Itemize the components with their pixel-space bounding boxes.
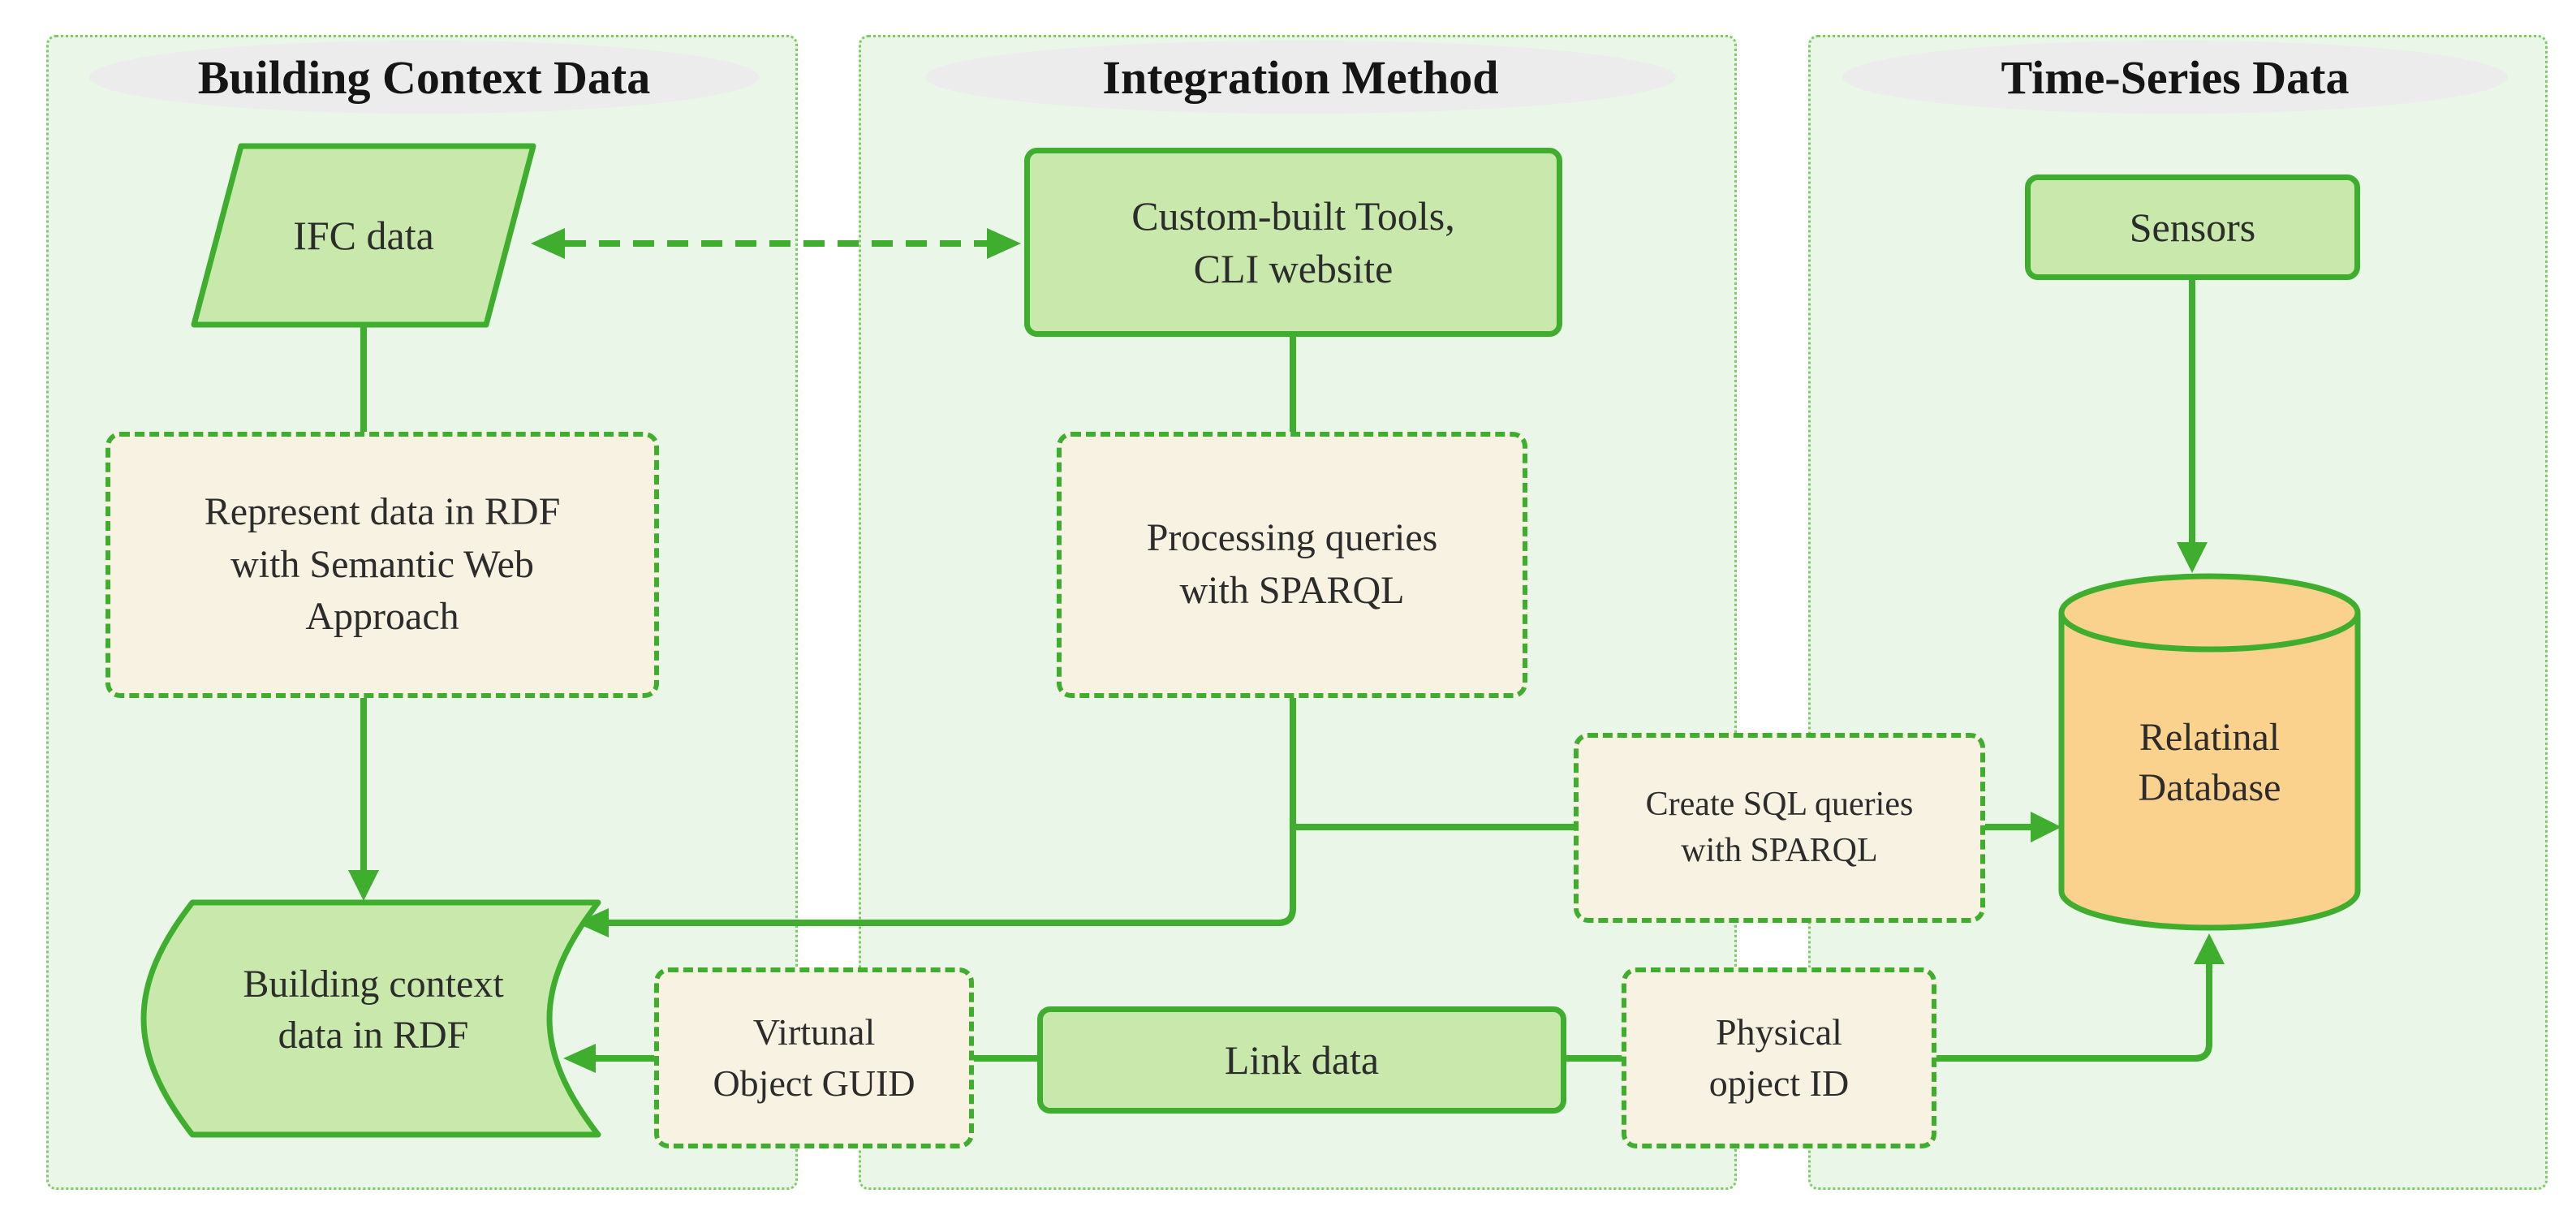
node-label: Create SQL queries with SPARQL [1645, 786, 1914, 869]
panel-title-integration-method: Integration Method [925, 41, 1676, 114]
panel-title-label: Integration Method [1102, 50, 1499, 104]
node-physical-object-id: Physical opject ID [1622, 967, 1936, 1148]
arrowhead-left-into-flag-top [576, 908, 609, 937]
node-label: Processing queries with SPARQL [1146, 516, 1438, 612]
node-label: Physical opject ID [1708, 1011, 1850, 1104]
node-create-sql-queries: Create SQL queries with SPARQL [1574, 733, 1985, 923]
node-custom-built-tools: Custom-built Tools, CLI website [1024, 148, 1562, 337]
arrowhead-down-into-flag [348, 870, 379, 901]
arrowhead-right-into-custom [987, 228, 1021, 259]
node-label: Custom-built Tools, CLI website [1131, 192, 1455, 291]
building-context-flag-shape [140, 899, 601, 1138]
edge-physical-to-db [1936, 964, 2212, 1062]
node-processing-queries-sparql: Processing queries with SPARQL [1057, 432, 1527, 698]
panel-title-label: Time-Series Data [2001, 50, 2350, 104]
arrowhead-up-into-db [2194, 933, 2225, 964]
node-link-data: Link data [1037, 1006, 1566, 1114]
arrowhead-left-into-ifc [531, 228, 565, 259]
arrowhead-down-into-db [2177, 542, 2208, 573]
node-label: Represent data in RDF with Semantic Web … [204, 489, 561, 639]
node-label: Virtunal Object GUID [713, 1011, 915, 1104]
node-label: Sensors [2129, 204, 2256, 250]
arrowhead-right-into-db [2031, 812, 2061, 842]
edge-processing-to-flag [607, 698, 1296, 926]
database-cylinder-body [2058, 613, 2361, 931]
node-virtual-object-guid: Virtunal Object GUID [654, 967, 974, 1148]
panel-title-building-context-data: Building Context Data [89, 41, 759, 114]
database-cylinder-top [2058, 573, 2361, 653]
node-represent-data-rdf: Represent data in RDF with Semantic Web … [106, 432, 659, 698]
arrowhead-left-into-flag-bottom [563, 1044, 596, 1073]
panel-title-time-series-data: Time-Series Data [1842, 41, 2508, 114]
node-sensors: Sensors [2025, 174, 2360, 280]
node-label: Link data [1224, 1036, 1380, 1083]
panel-title-label: Building Context Data [197, 50, 651, 104]
ifc-data-parallelogram [191, 143, 536, 328]
